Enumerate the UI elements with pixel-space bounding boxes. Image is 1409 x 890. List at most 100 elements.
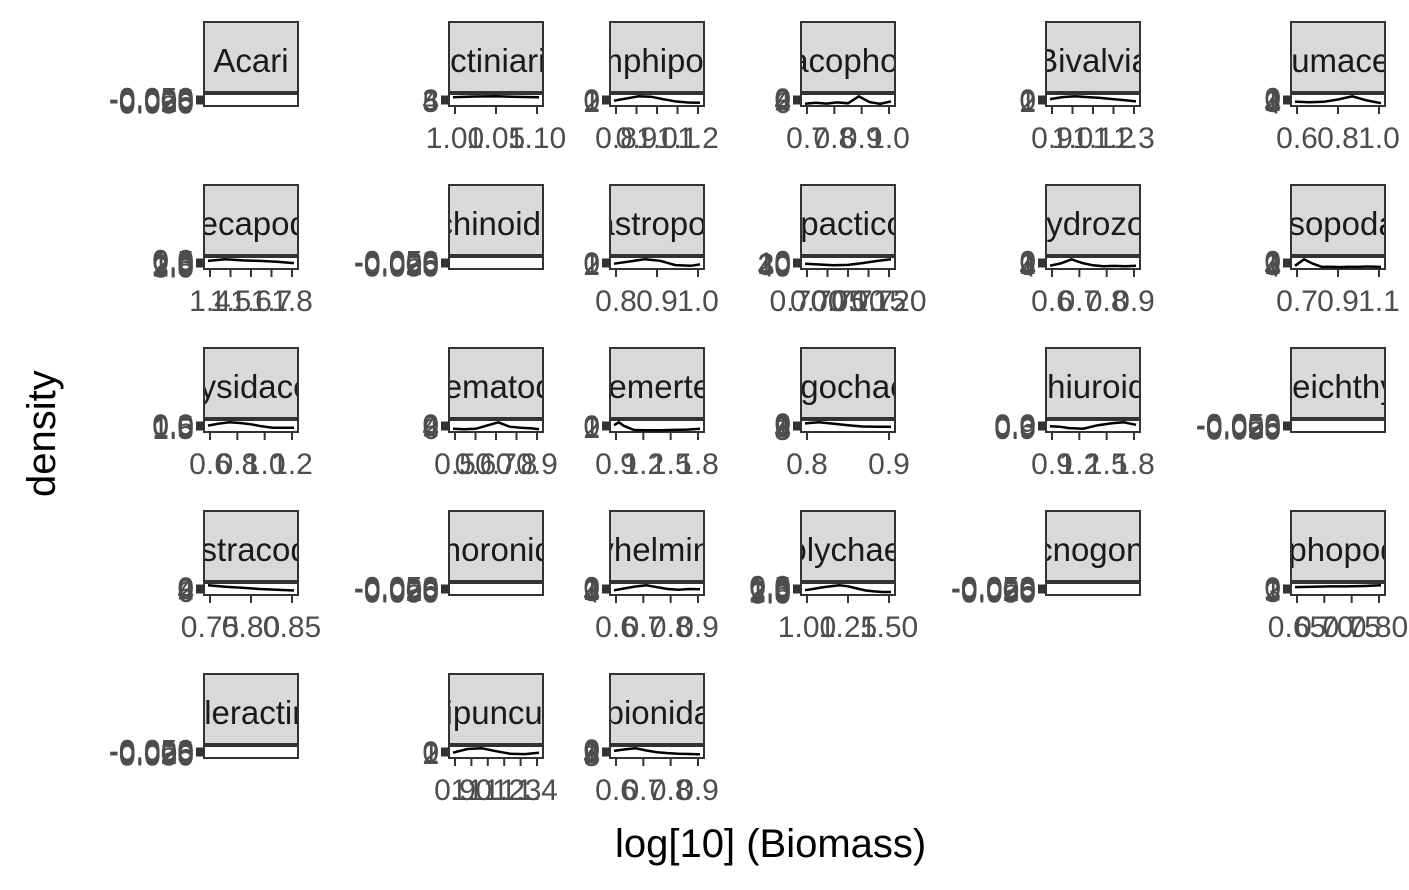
y-tick-label: -0.050	[109, 735, 194, 768]
density-line	[452, 747, 540, 756]
x-tick-label: 0.80	[222, 611, 280, 644]
y-tick-label: 2	[583, 736, 600, 769]
y-tick-label: 0.025	[364, 575, 439, 608]
density-line	[452, 95, 540, 99]
x-tick-label: 0.7	[622, 611, 664, 644]
x-tick-label: 0.9	[1113, 285, 1155, 318]
y-tick-label: 0.3	[994, 410, 1036, 443]
x-tick-label: 0.7	[786, 122, 828, 155]
y-tick-label: 1.0	[152, 247, 194, 280]
y-tick-label: 0.050	[119, 739, 194, 772]
x-tick-label: 0.9	[868, 448, 910, 481]
x-tick-label: 1.2	[271, 448, 313, 481]
facet-label: Ophiuroidea	[1003, 368, 1183, 405]
x-tick-label: 0.715	[831, 285, 906, 318]
y-tick-label: 2	[1019, 248, 1036, 281]
facet-label: Mysidacea	[172, 368, 330, 405]
x-tick-label: 0.70	[1295, 611, 1353, 644]
y-tick-label: 2.0	[152, 249, 194, 282]
y-tick-label: 1	[1264, 573, 1281, 606]
y-tick-label: 0	[774, 83, 791, 116]
facet-strip	[1045, 21, 1141, 93]
facet-label: Oligochaeta	[760, 368, 937, 405]
y-tick-label: 1	[1019, 85, 1036, 118]
x-tick-label: 0.9	[636, 285, 678, 318]
y-tick-label: 3	[1019, 249, 1036, 282]
y-tick-label: 3	[422, 84, 439, 117]
facet-strip	[800, 510, 896, 582]
density-line	[207, 258, 295, 265]
x-tick-label: 0.9	[595, 448, 637, 481]
facet-label: Gastropoda	[571, 205, 744, 242]
y-tick-label: 0.025	[119, 738, 194, 771]
density-line	[613, 747, 701, 756]
x-tick-label: 1.00	[778, 611, 836, 644]
x-tick-label: 1.2	[677, 122, 719, 155]
y-tick-label: 2	[583, 249, 600, 282]
facet-label: Isopoda	[1279, 205, 1397, 242]
facet-strip	[203, 510, 299, 582]
facet-label: Phoronida	[421, 531, 572, 568]
facet-strip	[448, 184, 544, 256]
facet-panel	[1045, 582, 1141, 596]
facet-panel	[448, 582, 544, 596]
y-tick-label: 0.6	[994, 412, 1036, 445]
facet-strip	[800, 347, 896, 419]
y-tick-label: 0	[422, 736, 439, 769]
y-tick-label: -0.025	[1196, 410, 1281, 443]
y-tick-label: 0.5	[152, 410, 194, 443]
y-tick-label: 0.050	[1206, 413, 1281, 446]
facet-label: Siphopoda	[1259, 531, 1409, 568]
y-tick-label: 40	[758, 250, 791, 283]
y-tick-label: 0.0	[994, 409, 1036, 442]
y-tick-label: 4	[774, 86, 791, 119]
x-tick-label: 1.4	[516, 774, 558, 807]
y-tick-label: 0.025	[1206, 412, 1281, 445]
facet-strip	[448, 673, 544, 745]
x-tick-label: 1.00	[426, 122, 484, 155]
facet-strip	[203, 673, 299, 745]
facet-label: Actiniaria	[428, 42, 564, 79]
x-tick-label: 0.9	[1031, 122, 1073, 155]
density-line	[1294, 95, 1382, 105]
x-tick-label: 0.720	[851, 285, 926, 318]
x-tick-label: 0.6	[455, 448, 497, 481]
y-tick-label: 1.0	[749, 573, 791, 606]
y-tick-label: -0.025	[951, 573, 1036, 606]
x-tick-label: 1.0	[868, 122, 910, 155]
y-tick-label: 2.5	[152, 250, 194, 283]
y-tick-label: -0.050	[1196, 409, 1281, 442]
density-line	[1049, 257, 1137, 268]
x-tick-label: 1.2	[483, 774, 525, 807]
x-tick-label: 0.9	[1317, 285, 1359, 318]
y-tick-label: 0.9	[994, 413, 1036, 446]
x-tick-label: 0.6	[595, 611, 637, 644]
facet-panel	[203, 93, 299, 107]
facet-label: Bivalvia	[1036, 42, 1150, 79]
y-tick-label: 0	[177, 572, 194, 605]
density-line	[207, 584, 295, 592]
y-tick-label: 0.025	[119, 86, 194, 119]
y-tick-label: 5	[422, 86, 439, 119]
x-tick-label: 0.700	[769, 285, 844, 318]
facet-label: Hydrozoa	[1022, 205, 1164, 242]
x-tick-label: 0.9	[1031, 448, 1073, 481]
y-tick-label: 0.000	[119, 737, 194, 770]
x-tick-label: 0.6	[1276, 122, 1318, 155]
x-tick-label: 1.0	[636, 122, 678, 155]
x-tick-label: 0.85	[263, 611, 321, 644]
x-tick-label: 1.7	[251, 285, 293, 318]
x-tick-label: 0.6	[1031, 285, 1073, 318]
density-line	[613, 420, 701, 432]
facet-label: Harpacticoida	[747, 205, 949, 242]
x-tick-label: 0.710	[810, 285, 885, 318]
facet-label: Ostracoda	[175, 531, 328, 568]
y-tick-label: -0.050	[109, 83, 194, 116]
x-tick-label: 0.6	[189, 448, 231, 481]
facet-panel	[203, 745, 299, 759]
x-tick-label: 1.0	[1358, 122, 1400, 155]
y-tick-label: 4	[774, 413, 791, 446]
facet-strip	[448, 21, 544, 93]
y-tick-label: 4	[422, 412, 439, 445]
y-tick-label: 0.000	[1206, 411, 1281, 444]
